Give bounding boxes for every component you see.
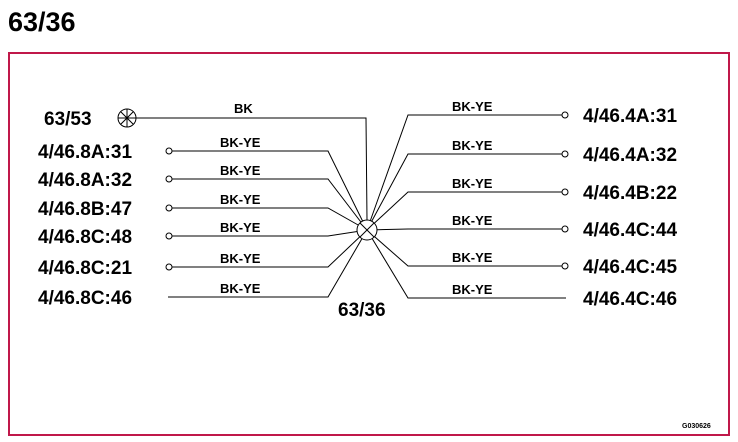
left-wire bbox=[172, 229, 368, 268]
left-connector-label: 4/46.8C:48 bbox=[38, 227, 132, 248]
terminal-icon bbox=[165, 232, 173, 240]
left-wire-label: BK-YE bbox=[220, 251, 261, 266]
right-wire bbox=[366, 228, 562, 231]
page-title: 63/36 bbox=[8, 7, 76, 37]
right-connector-label: 4/46.4C:44 bbox=[583, 220, 677, 241]
terminal-icon bbox=[561, 225, 569, 233]
right-wire bbox=[366, 229, 562, 267]
terminal-icon bbox=[561, 262, 569, 270]
ground-symbol-icon bbox=[117, 108, 137, 128]
figure-code: G030626 bbox=[682, 423, 711, 430]
right-connector-label: 4/46.4C:46 bbox=[583, 289, 677, 310]
right-wire-label: BK-YE bbox=[452, 282, 493, 297]
left-wire-label: BK-YE bbox=[220, 281, 261, 296]
right-connector-label: 4/46.4B:22 bbox=[583, 183, 677, 204]
terminal-icon bbox=[165, 263, 173, 271]
terminal-icon bbox=[561, 111, 569, 119]
left-connector-label: 4/46.8C:21 bbox=[38, 258, 132, 279]
left-wire bbox=[172, 150, 368, 231]
left-wire bbox=[172, 207, 368, 231]
terminal-icon bbox=[165, 175, 173, 183]
right-wire-label: BK-YE bbox=[452, 99, 493, 114]
left-wire-label: BK-YE bbox=[220, 192, 261, 207]
left-wire bbox=[172, 229, 368, 237]
wire-lines bbox=[136, 111, 569, 299]
right-wire-label: BK-YE bbox=[452, 250, 493, 265]
right-wire bbox=[366, 114, 562, 231]
right-wire-label: BK-YE bbox=[452, 213, 493, 228]
splice-hub bbox=[356, 219, 378, 241]
right-wire-label: BK-YE bbox=[452, 138, 493, 153]
right-connector-label: 4/46.4A:31 bbox=[583, 106, 677, 127]
left-wire bbox=[172, 178, 368, 231]
terminal-icon bbox=[165, 204, 173, 212]
right-connector-label: 4/46.4A:32 bbox=[583, 145, 677, 166]
left-wire-label: BK-YE bbox=[220, 163, 261, 178]
left-wire bbox=[168, 229, 368, 298]
left-connector-label: 4/46.8A:31 bbox=[38, 142, 132, 163]
hub-label: 63/36 bbox=[338, 300, 386, 321]
ground-label: 63/53 bbox=[44, 109, 92, 130]
ground-wire-label: BK bbox=[234, 101, 253, 116]
ground-wire bbox=[136, 117, 368, 221]
left-connector-label: 4/46.8C:46 bbox=[38, 288, 132, 309]
right-wire bbox=[366, 229, 566, 299]
left-wire-label: BK-YE bbox=[220, 220, 261, 235]
left-connector-label: 4/46.8B:47 bbox=[38, 199, 132, 220]
left-wire-label: BK-YE bbox=[220, 135, 261, 150]
terminal-icon bbox=[165, 147, 173, 155]
terminal-icon bbox=[561, 188, 569, 196]
right-wire bbox=[366, 153, 562, 231]
splice-hub-icon bbox=[356, 219, 378, 241]
right-wire-label: BK-YE bbox=[452, 176, 493, 191]
right-wire bbox=[366, 191, 562, 231]
terminal-icon bbox=[561, 150, 569, 158]
right-connector-label: 4/46.4C:45 bbox=[583, 257, 677, 278]
left-connector-label: 4/46.8A:32 bbox=[38, 170, 132, 191]
ground-connection bbox=[117, 108, 137, 128]
